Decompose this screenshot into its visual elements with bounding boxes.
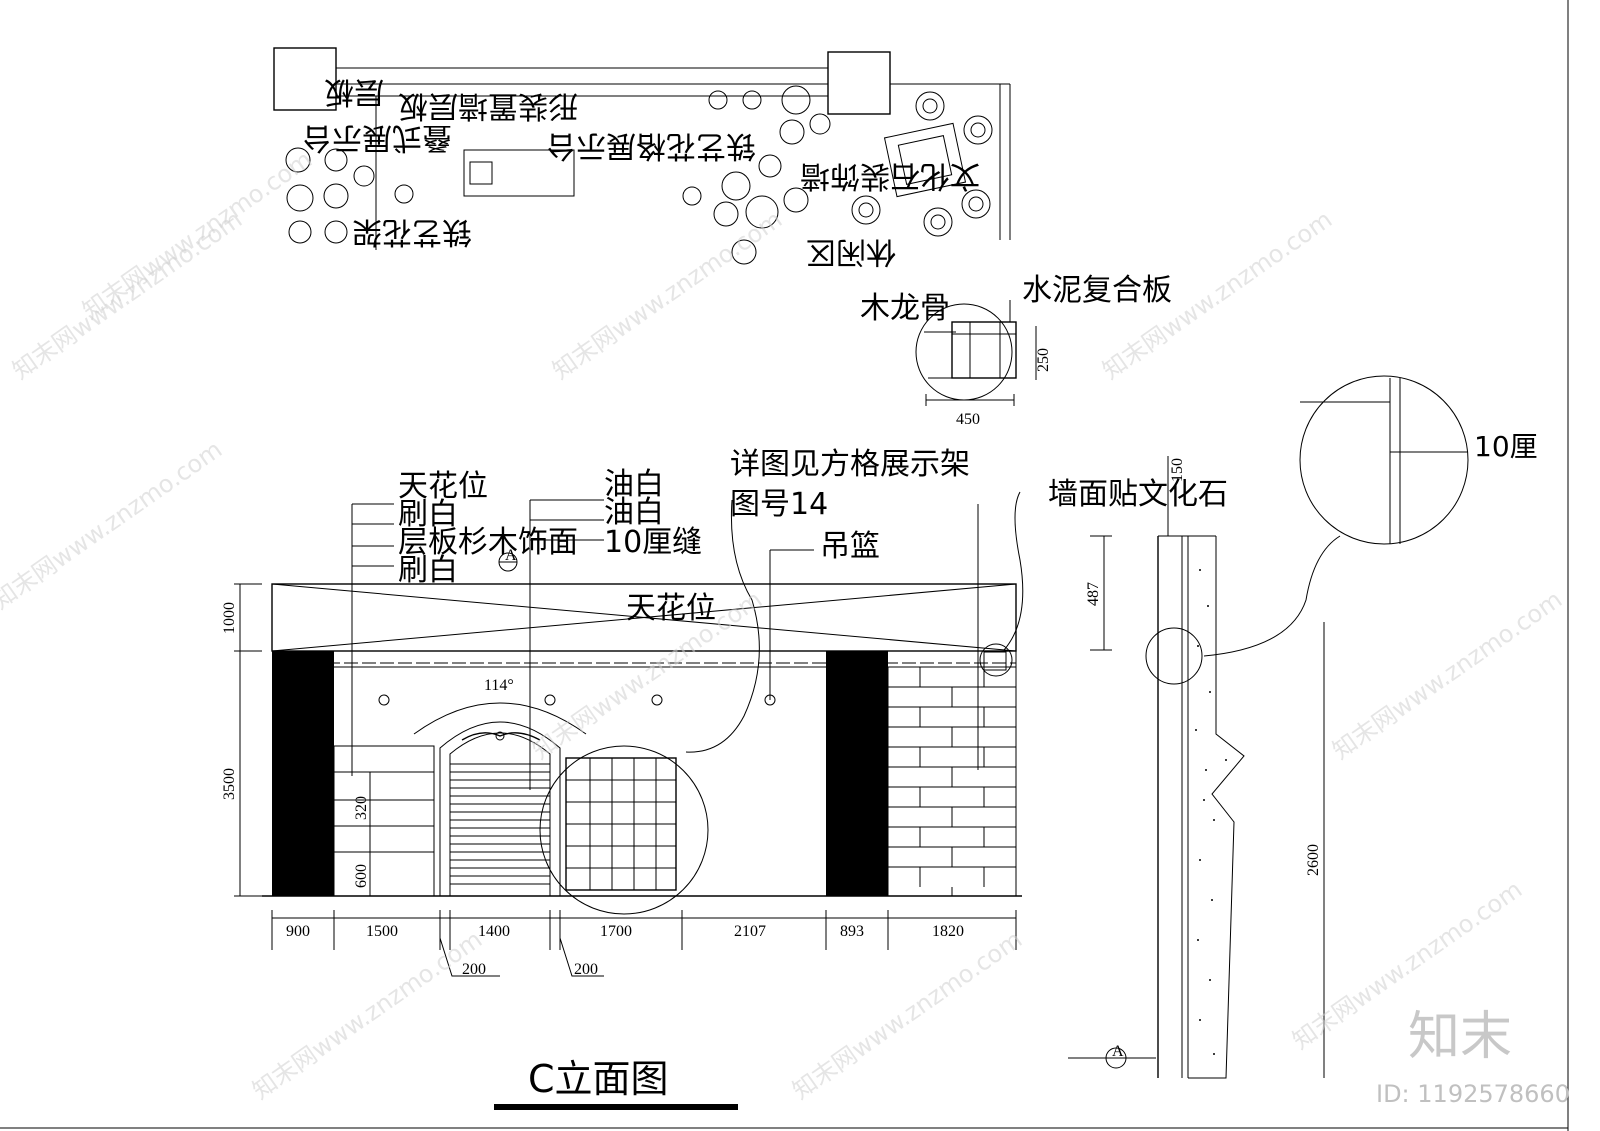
- watermark-9: 知末网www.znzmo.com: [787, 925, 1027, 1105]
- wall-detail-circle: [979, 643, 1013, 677]
- label-shelf-fir: 层板杉木饰面: [398, 525, 578, 560]
- label-brush-white-1: 刷白: [398, 497, 458, 532]
- detail-label-wood-keel: 木龙骨: [860, 291, 950, 326]
- dim-v-600: 600: [353, 864, 370, 888]
- angle-label: 114°: [484, 677, 514, 694]
- section-gap-label: 10厘: [1474, 430, 1538, 463]
- column-right-black: [826, 651, 888, 896]
- label-oil-white-1: 油白: [604, 467, 664, 502]
- label-gap-10: 10厘缝: [604, 525, 702, 560]
- arched-display: [439, 721, 561, 897]
- plan-column-left: [273, 47, 337, 111]
- plan-feature-stone: [883, 122, 967, 198]
- leader-curve-right: [1003, 491, 1024, 651]
- grid-lines: [566, 758, 676, 890]
- downlight-2: [544, 694, 556, 706]
- plan-label-layer-board: 层板: [324, 74, 384, 109]
- plan-column-right: [827, 51, 891, 115]
- section-leader-curve: [1203, 535, 1341, 657]
- watermark-id: ID: 1192578660: [1376, 1080, 1570, 1108]
- plan-plant-group-center: [713, 85, 831, 265]
- watermark-3: 知末网www.znzmo.com: [547, 205, 787, 385]
- angle-arc: [413, 702, 587, 735]
- dim-h-900: 900: [286, 923, 310, 940]
- plan-stack-display: [463, 149, 575, 197]
- plan-feature-stone-inner: [897, 135, 953, 185]
- detail-label-cement-board: 水泥复合板: [1022, 273, 1172, 308]
- plan-label-iron-flower-display: 铁艺花格展示台: [546, 128, 756, 163]
- plan-label-leisure-area: 休闲区: [806, 234, 896, 269]
- watermark-logo: 知末: [1408, 1007, 1512, 1067]
- dim-gap-200-2: 200: [574, 961, 598, 978]
- shelf-unit: [333, 745, 435, 897]
- section-small-circle: [1145, 627, 1203, 685]
- plan-label-culture-stone: 文化石装饰墙: [800, 158, 980, 193]
- dim-h-2107: 2107: [734, 923, 766, 940]
- label-hanging-basket: 吊篮: [820, 529, 880, 564]
- section-big-circle: [1299, 375, 1469, 545]
- elevation-view: 114°: [221, 447, 1228, 1110]
- dim-h-893: 893: [840, 923, 864, 940]
- dim-h-1500: 1500: [366, 923, 398, 940]
- label-brush-white-2: 刷白: [398, 553, 458, 588]
- watermark-2: 知末网www.znzmo.com: [77, 145, 317, 325]
- plan-rose-plants: [851, 91, 993, 237]
- section-mark-label: A: [1112, 1043, 1124, 1060]
- dim-v-320: 320: [353, 796, 370, 820]
- grid-detail-circle: [539, 745, 709, 915]
- leader-detail-ref: [685, 499, 760, 753]
- plan-label-stack-display: 叠式展示台: [302, 120, 452, 155]
- section-stone-profile: [1188, 536, 1245, 1079]
- section-mark-elev-label: A: [505, 547, 517, 564]
- plan-label-iron-flower-rack: 铁艺花架: [352, 214, 472, 249]
- ceiling-cross-2: [271, 583, 1017, 652]
- downlight-1: [378, 694, 390, 706]
- detail-dim-height: 250: [1035, 348, 1052, 372]
- label-detail-ref-2: 图号14: [730, 487, 828, 522]
- section-dim-150: 150: [1169, 458, 1186, 482]
- column-left-black: [272, 651, 334, 896]
- watermark-5: 知末网www.znzmo.com: [0, 435, 227, 615]
- section-dim-487: 487: [1085, 582, 1102, 606]
- section-view: 150 487 2600 10厘 A: [1068, 375, 1538, 1079]
- plan-stool-1: [708, 90, 728, 110]
- plan-plant-group-left: [285, 147, 375, 244]
- elevation-ceiling-band: [271, 583, 1017, 652]
- brick-pattern: [888, 667, 1016, 896]
- dim-v-1000: 1000: [221, 602, 238, 634]
- plan-stool-3: [394, 184, 414, 204]
- plan-stool-4: [682, 186, 702, 206]
- watermark-7: 知末网www.znzmo.com: [1327, 585, 1567, 765]
- elevation-title: C立面图: [528, 1057, 669, 1101]
- detail-dim-width: 450: [956, 411, 980, 428]
- dim-ticks: [271, 910, 1017, 950]
- section-stone-fill: [1195, 569, 1227, 1055]
- dim-h-1700: 1700: [600, 923, 632, 940]
- section-dim-2600: 2600: [1305, 844, 1322, 876]
- plan-chair: [469, 161, 493, 185]
- dim-gap-200-1: 200: [462, 961, 486, 978]
- label-wall-culture-stone: 墙面贴文化石: [1048, 477, 1228, 512]
- watermark-8: 知末网www.znzmo.com: [247, 925, 487, 1105]
- label-ceiling-center: 天花位: [626, 591, 716, 626]
- label-oil-white-2: 油白: [604, 495, 664, 530]
- title-underline: [494, 1104, 738, 1110]
- detail-box: 木龙骨 水泥复合板 250 450: [860, 273, 1172, 428]
- arched-slats: [450, 763, 550, 885]
- plan-label-wall-shelf: 形装置墙层板: [398, 88, 578, 123]
- dim-h-1400: 1400: [478, 923, 510, 940]
- downlight-3: [651, 694, 663, 706]
- plan-view: 层板 形装置墙层板 叠式展示台 铁艺花格展示台 铁艺花架 文化石装饰墙 休闲区: [273, 47, 1011, 269]
- dim-v-3500: 3500: [221, 768, 238, 800]
- plan-stool-2: [742, 90, 762, 110]
- dim-h-1820: 1820: [932, 923, 964, 940]
- arch-ornament: [461, 732, 541, 741]
- label-ceiling-top: 天花位: [398, 469, 488, 504]
- label-detail-ref-1: 详图见方格展示架: [730, 447, 970, 482]
